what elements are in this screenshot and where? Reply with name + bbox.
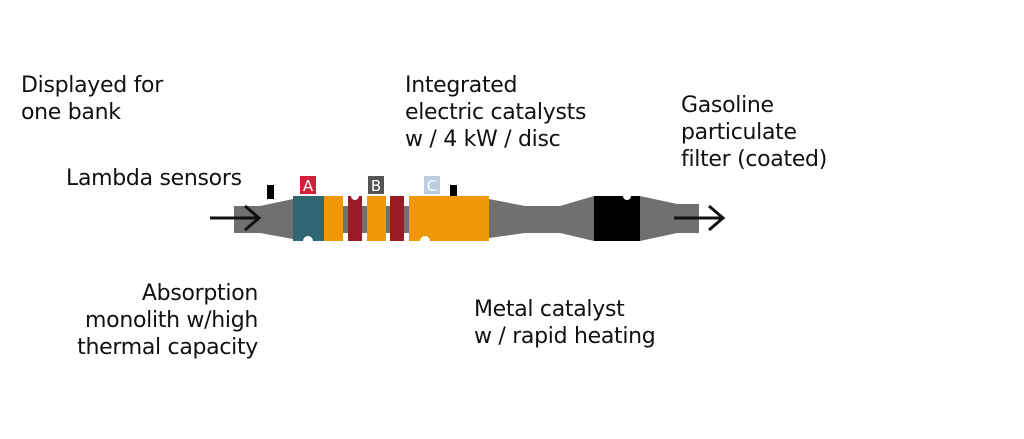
outlet-pipe: [640, 196, 699, 241]
disc-a-notch: [351, 192, 359, 200]
gasoline-particulate-filter-label: Gasoline particulate filter (coated): [681, 93, 827, 172]
absorption-monolith: [293, 196, 324, 241]
badge-c-text: C: [427, 177, 437, 195]
displayed-for-one-bank-label: Displayed for one bank: [21, 73, 163, 125]
badge-c: [424, 176, 440, 194]
absorption-monolith-label: Absorption monolith w/high thermal capac…: [77, 281, 258, 360]
catalyst-segment-3: [409, 196, 489, 241]
metal-catalyst-label: Metal catalyst w / rapid heating: [474, 297, 656, 349]
catalyst-segment-2: [367, 196, 386, 241]
catalyst-segment-1: [324, 196, 343, 241]
integrated-electric-catalysts-label: Integrated electric catalysts w / 4 kW /…: [405, 73, 587, 152]
electric-disc-a: [348, 196, 362, 241]
outlet-arrow-icon: [674, 204, 726, 232]
lambda-sensors-label: Lambda sensors: [66, 166, 242, 191]
badge-b-text: B: [371, 177, 381, 195]
badge-a-text: A: [303, 177, 314, 195]
lambda-sensor-1: [267, 185, 274, 199]
inlet-arrow-icon: [210, 204, 262, 232]
badge-a: [300, 176, 316, 194]
catalyst-notch: [420, 236, 430, 246]
badge-b: [368, 176, 384, 194]
absorption-notch: [303, 236, 313, 246]
middle-pipe: [489, 196, 594, 241]
lambda-sensor-2: [450, 185, 457, 196]
electric-disc-b: [390, 196, 404, 241]
gasoline-particulate-filter: [594, 196, 640, 241]
gpf-notch: [623, 192, 631, 200]
